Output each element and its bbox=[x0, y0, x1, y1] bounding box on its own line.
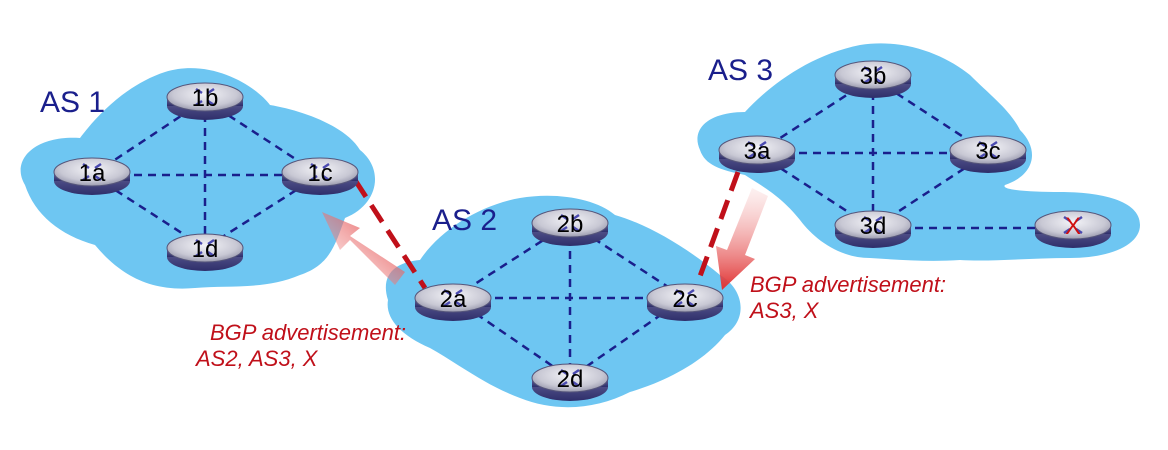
advertisement-left-line2: AS2, AS3, X bbox=[194, 346, 319, 371]
router-x-label: X bbox=[1065, 213, 1081, 240]
router-2a-label: 2a bbox=[440, 286, 467, 313]
as1-cloud bbox=[20, 68, 376, 289]
router-2a: 2a bbox=[413, 282, 493, 323]
router-1d-label: 1d bbox=[192, 236, 219, 263]
router-2d-label: 2d bbox=[557, 366, 584, 393]
advertisement-right-line2: AS3, X bbox=[748, 298, 820, 323]
link-1c-2a bbox=[352, 178, 428, 290]
router-2d: 2d bbox=[530, 362, 610, 403]
router-3a: 3a bbox=[717, 134, 797, 175]
router-2b: 2b bbox=[530, 207, 610, 248]
router-3a-label: 3a bbox=[744, 138, 771, 165]
router-3b-label: 3b bbox=[860, 63, 887, 90]
router-1a-label: 1a bbox=[79, 160, 106, 187]
as1-label: AS 1 bbox=[40, 86, 105, 119]
as2-cloud bbox=[385, 195, 741, 408]
router-1a: 1a bbox=[52, 156, 132, 197]
advertisement-left-line1: BGP advertisement: bbox=[210, 320, 406, 345]
as3-label: AS 3 bbox=[708, 54, 773, 87]
router-3d-label: 3d bbox=[860, 213, 887, 240]
router-2c-label: 2c bbox=[672, 286, 697, 313]
router-1c: 1c bbox=[280, 156, 360, 197]
router-1c-label: 1c bbox=[307, 160, 332, 187]
router-2c: 2c bbox=[645, 282, 725, 323]
router-1d: 1d bbox=[165, 232, 245, 273]
router-3b: 3b bbox=[833, 59, 913, 100]
router-3c: 3c bbox=[948, 134, 1028, 175]
router-1b-label: 1b bbox=[192, 85, 219, 112]
router-1b: 1b bbox=[165, 81, 245, 122]
router-3c-label: 3c bbox=[975, 138, 1000, 165]
advertisement-right-line1: BGP advertisement: bbox=[750, 272, 946, 297]
router-x: X bbox=[1033, 209, 1113, 250]
router-3d: 3d bbox=[833, 209, 913, 250]
advertisement-arrow-right bbox=[716, 188, 768, 290]
link-3a-2c bbox=[692, 171, 741, 291]
as2-label: AS 2 bbox=[432, 204, 497, 237]
router-2b-label: 2b bbox=[557, 211, 584, 238]
advertisement-arrow-left bbox=[322, 212, 405, 285]
